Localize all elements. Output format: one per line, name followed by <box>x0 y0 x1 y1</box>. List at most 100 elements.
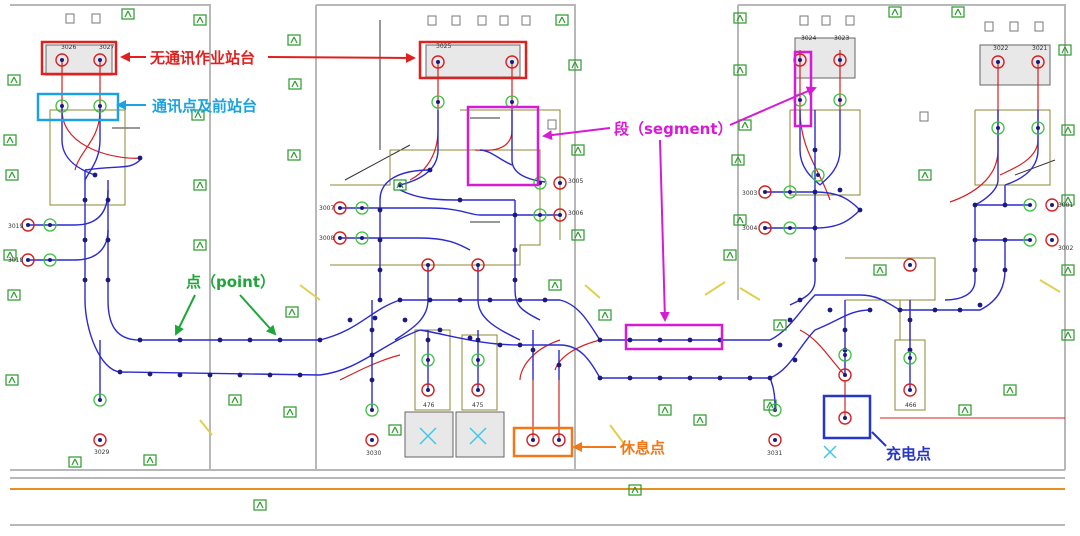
plant-icon <box>5 374 19 386</box>
comm-points <box>43 93 1045 417</box>
comm-point-dot <box>48 258 52 262</box>
plant-icon-frame <box>68 456 82 468</box>
plant-icon-frame <box>393 179 407 191</box>
comm-point-dot <box>60 104 64 108</box>
station-endpoint-ring <box>421 258 435 272</box>
station-endpoint-ring <box>1045 198 1059 212</box>
plant-icon <box>731 154 745 166</box>
station-label-3027: 3027 <box>99 44 114 51</box>
comm-point-dot <box>996 126 1000 130</box>
wall-marker <box>984 21 994 32</box>
comm-point-ring <box>533 176 547 190</box>
plant-icon <box>1061 329 1075 341</box>
comm-point-dot <box>538 213 542 217</box>
plant-icon <box>228 394 242 406</box>
plant-icon-leaf <box>766 401 771 409</box>
plant-icon-leaf <box>231 396 236 404</box>
plant-icon-frame <box>1061 264 1075 276</box>
plant-icon <box>287 149 301 161</box>
plant-icon <box>68 456 82 468</box>
comm-point-ring <box>811 168 825 182</box>
comm-point-ring <box>1031 121 1045 135</box>
plant-icon-leaf <box>10 291 15 299</box>
plant-icon-leaf <box>739 216 744 224</box>
plant-icon-leaf <box>894 8 899 16</box>
path-node <box>377 237 383 243</box>
plant-icon-leaf <box>1006 386 1011 394</box>
plant-icon <box>1003 384 1017 396</box>
station-endpoint-ring <box>431 55 445 69</box>
plant-icon-frame <box>888 6 902 18</box>
plant-icon-frame <box>7 289 21 301</box>
plant-icon-frame <box>3 249 17 261</box>
path-node <box>177 372 183 378</box>
path-node <box>517 297 523 303</box>
station-endpoint-dot <box>98 438 102 442</box>
path-node <box>812 225 818 231</box>
station-endpoint-ring <box>903 258 917 272</box>
plant-icon-leaf <box>737 156 742 164</box>
comm-point-ring <box>1023 198 1037 212</box>
station-endpoint-ring <box>471 383 485 397</box>
building-walls <box>10 4 1066 526</box>
path-node <box>627 337 633 343</box>
path-nodes <box>82 147 1008 383</box>
path-node <box>512 277 518 283</box>
plant-icon-frame <box>5 169 19 181</box>
station-endpoint-dot <box>996 60 1000 64</box>
path-node <box>427 167 433 173</box>
plant-icon-frame <box>571 144 585 156</box>
plant-icon <box>733 214 747 226</box>
plant-icon-leaf <box>293 151 298 159</box>
plant-icon-leaf <box>1064 331 1069 339</box>
path-node <box>792 357 798 363</box>
path-node <box>627 375 633 381</box>
comm-point-dot <box>816 173 820 177</box>
path-node <box>867 307 873 313</box>
station-endpoint-dot <box>557 438 561 442</box>
plant-icon <box>7 289 21 301</box>
wall-marker <box>499 15 509 26</box>
path-node <box>369 377 375 383</box>
plant-icon-frame <box>121 8 135 20</box>
path-node <box>812 147 818 153</box>
zone-outlines <box>49 109 1051 411</box>
station-label-3022: 3022 <box>993 45 1008 52</box>
plant-icon-leaf <box>294 80 299 88</box>
plant-icon <box>571 229 585 241</box>
plant-icon <box>5 169 19 181</box>
plant-icon <box>191 109 205 121</box>
station-label-3030: 3030 <box>366 450 381 457</box>
path-node <box>217 337 223 343</box>
wall-marker <box>91 13 101 24</box>
path-node <box>932 307 938 313</box>
plant-icon-leaf <box>574 146 579 154</box>
plant-icon-leaf <box>9 251 14 259</box>
path-node <box>957 307 963 313</box>
path-node <box>530 347 536 353</box>
plant-icon-leaf <box>74 458 79 466</box>
charge-point-label: 充电点 <box>886 445 931 463</box>
station-label-3001: 3001 <box>1058 202 1073 209</box>
plant-icon-frame <box>1003 384 1017 396</box>
station-endpoint-ring <box>991 55 1005 69</box>
path-node <box>517 342 523 348</box>
plant-icon-frame <box>288 78 302 90</box>
wall-marker <box>477 15 487 26</box>
plant-icon-leaf <box>879 266 884 274</box>
path-node <box>542 297 548 303</box>
comm-point-dot <box>788 226 792 230</box>
construction-lines <box>112 20 1056 223</box>
station-label-3019: 3019 <box>8 223 23 230</box>
plant-icon-leaf <box>9 136 14 144</box>
plant-icon-leaf <box>1061 46 1066 54</box>
station-label-3003: 3003 <box>742 190 757 197</box>
comm-point-dot <box>360 206 364 210</box>
comm-point-ring <box>903 351 917 365</box>
station-label-3025: 3025 <box>436 43 451 50</box>
path-node <box>369 352 375 358</box>
plant-icon-frame <box>738 119 752 131</box>
station-endpoint-ring <box>93 433 107 447</box>
station-label-3021: 3021 <box>1032 45 1047 52</box>
station-endpoint-ring <box>768 433 782 447</box>
